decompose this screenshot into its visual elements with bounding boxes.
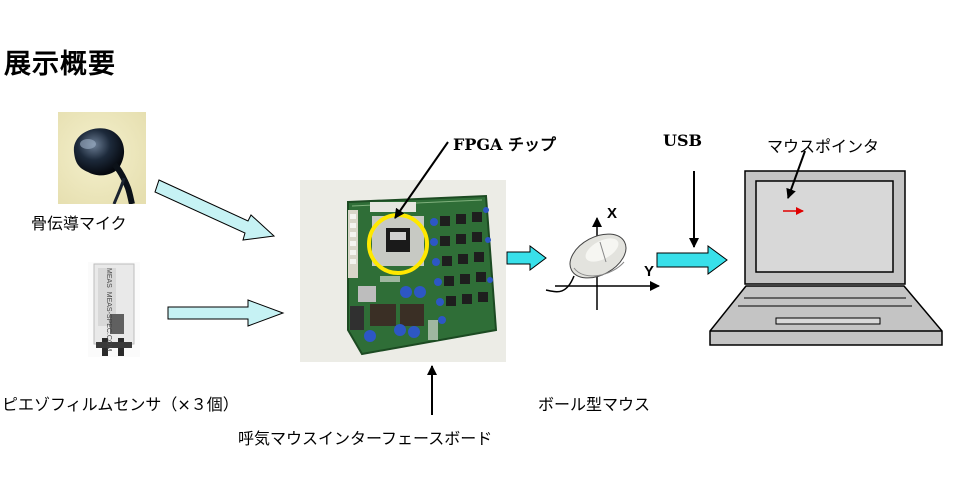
- x-axis-label: X: [607, 205, 618, 222]
- usb-label: USB: [663, 131, 703, 150]
- mouse-to-laptop-arrow: [656, 245, 728, 275]
- piezo-to-board-arrow: [167, 299, 285, 327]
- fpga-chip-label: FPGA チップ: [453, 135, 557, 154]
- bone-conduction-mic-photo: [58, 112, 146, 204]
- board-to-mouse-arrow: [506, 245, 547, 271]
- pointer-indicator-arrow: [786, 150, 806, 199]
- interface-board-label: 呼気マウスインターフェースボード: [238, 429, 493, 448]
- laptop-icon: [709, 170, 943, 346]
- fpga-pointer-arrow: [394, 141, 449, 219]
- mic-to-board-arrow: [154, 179, 276, 241]
- ball-mouse-icon: [545, 233, 627, 293]
- fpga-highlight-ring: [367, 213, 429, 275]
- mic-label: 骨伝導マイク: [31, 214, 127, 233]
- page-title: 展示概要: [4, 49, 116, 80]
- piezo-sensor-label: ピエゾフィルムセンサ（×３個）: [2, 395, 239, 414]
- y-axis-label: Y: [644, 263, 655, 280]
- ball-mouse-label: ボール型マウス: [538, 395, 651, 414]
- piezo-film-sensor-photo: MEAS MEAS-SPEC.COM: [88, 262, 140, 357]
- mouse-pointer-label: マウスポインタ: [767, 137, 880, 156]
